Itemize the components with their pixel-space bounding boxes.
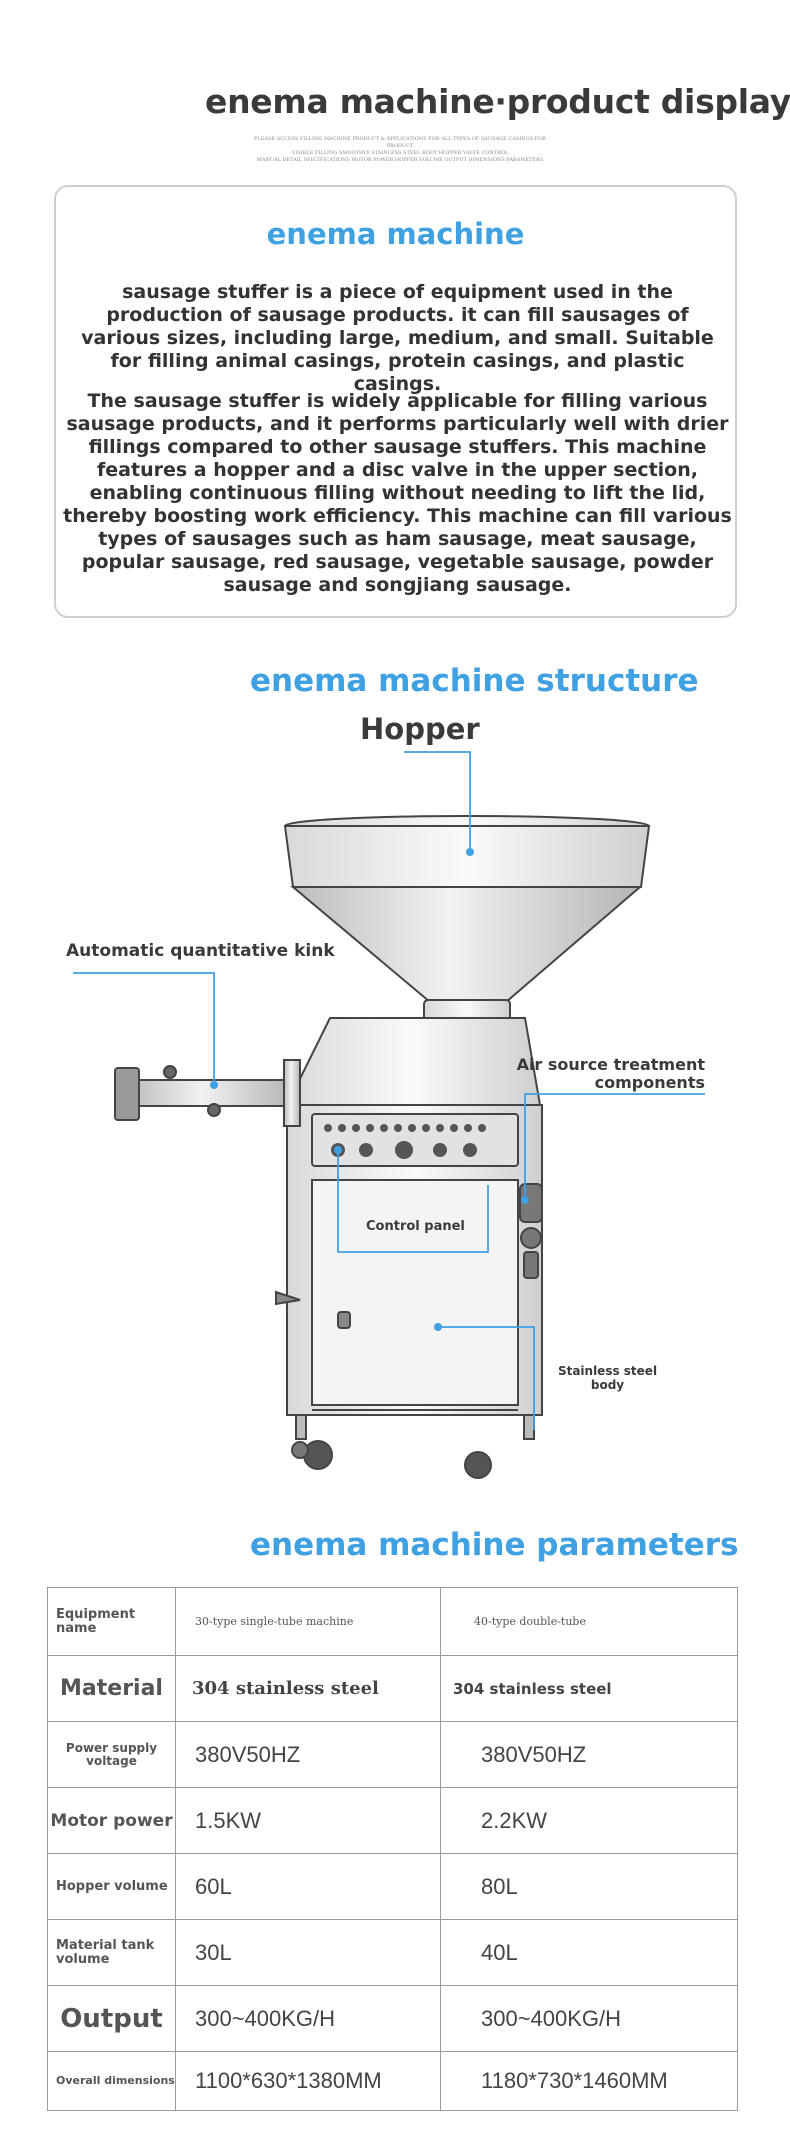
param-value-a: 1.5KW (175, 1787, 441, 1854)
page-title: enema machine·product display (205, 82, 790, 121)
header-fineprint: PLEASE ACCESS FILLING MACHINE PRODUCT & … (245, 136, 555, 164)
callout-body: Stainless steel body (557, 1364, 658, 1392)
callout-control-panel: Control panel (366, 1219, 465, 1234)
callout-lines (73, 751, 705, 1430)
intro-paragraph-1: sausage stuffer is a piece of equipment … (81, 281, 714, 395)
table-row: Motor power 1.5KW 2.2KW (47, 1787, 738, 1854)
fineprint-line: MANUAL DETAIL SPECIFICATIONS MOTOR POWER… (256, 157, 544, 163)
param-value-a: 300~400KG/H (175, 1985, 441, 2052)
param-name: Equipment name (47, 1587, 176, 1656)
table-row: Equipment name 30-type single-tube machi… (47, 1587, 738, 1656)
param-name: Hopper volume (47, 1853, 176, 1920)
table-row: Overall dimensions 1100*630*1380MM 1180*… (47, 2051, 738, 2111)
intro-paragraph-2: The sausage stuffer is widely applicable… (63, 390, 732, 596)
param-value-b: 300~400KG/H (440, 1985, 738, 2052)
param-value-a: 30-type single-tube machine (175, 1587, 441, 1656)
callout-dots (210, 848, 529, 1331)
param-name: Material tank volume (47, 1919, 176, 1986)
fineprint-line: VISIBLE FILLING SMOOTHLY STAINLESS STEEL… (291, 150, 509, 156)
param-name: Motor power (47, 1787, 176, 1854)
param-value-a: 60L (175, 1853, 441, 1920)
door-hardware (275, 1290, 351, 1329)
table-row: Material 304 stainless steel 304 stainle… (47, 1655, 738, 1722)
hopper-label: Hopper (360, 712, 480, 746)
callout-kink: Automatic quantitative kink (66, 941, 335, 961)
machine-diagram (73, 751, 705, 1479)
intro-heading: enema machine (266, 217, 525, 251)
param-value-b: 80L (440, 1853, 738, 1920)
param-name: Power supply voltage (47, 1721, 176, 1788)
cabinet-part (285, 1017, 543, 1416)
table-row: Output 300~400KG/H 300~400KG/H (47, 1985, 738, 2052)
param-value-b: 40-type double-tube (440, 1587, 738, 1656)
param-value-a: 304 stainless steel (175, 1655, 441, 1722)
param-value-a: 30L (175, 1919, 441, 1986)
intro-card: enema machine sausage stuffer is a piece… (54, 185, 737, 618)
param-name: Overall dimensions (47, 2051, 176, 2111)
param-name: Output (47, 1985, 176, 2052)
param-value-b: 380V50HZ (440, 1721, 738, 1788)
param-value-b: 40L (440, 1919, 738, 1986)
structure-heading: enema machine structure (250, 663, 699, 699)
param-value-a: 1100*630*1380MM (175, 2051, 441, 2111)
fineprint-line: PLEASE ACCESS FILLING MACHINE PRODUCT & … (254, 136, 546, 149)
param-value-b: 1180*730*1460MM (440, 2051, 738, 2111)
legs-wheels (291, 1414, 535, 1479)
table-row: Power supply voltage 380V50HZ 380V50HZ (47, 1721, 738, 1788)
callout-air-source: Air source treatment components (516, 1055, 705, 1092)
kink-arm (114, 1059, 301, 1127)
parameters-heading: enema machine parameters (250, 1527, 739, 1563)
parameters-table: Equipment name 30-type single-tube machi… (47, 1587, 738, 2111)
param-value-b: 2.2KW (440, 1787, 738, 1854)
param-value-b: 304 stainless steel (440, 1655, 738, 1722)
control-knobs (324, 1124, 486, 1159)
param-value-a: 380V50HZ (175, 1721, 441, 1788)
table-row: Hopper volume 60L 80L (47, 1853, 738, 1920)
param-name: Material (47, 1655, 176, 1722)
table-row: Material tank volume 30L 40L (47, 1919, 738, 1986)
